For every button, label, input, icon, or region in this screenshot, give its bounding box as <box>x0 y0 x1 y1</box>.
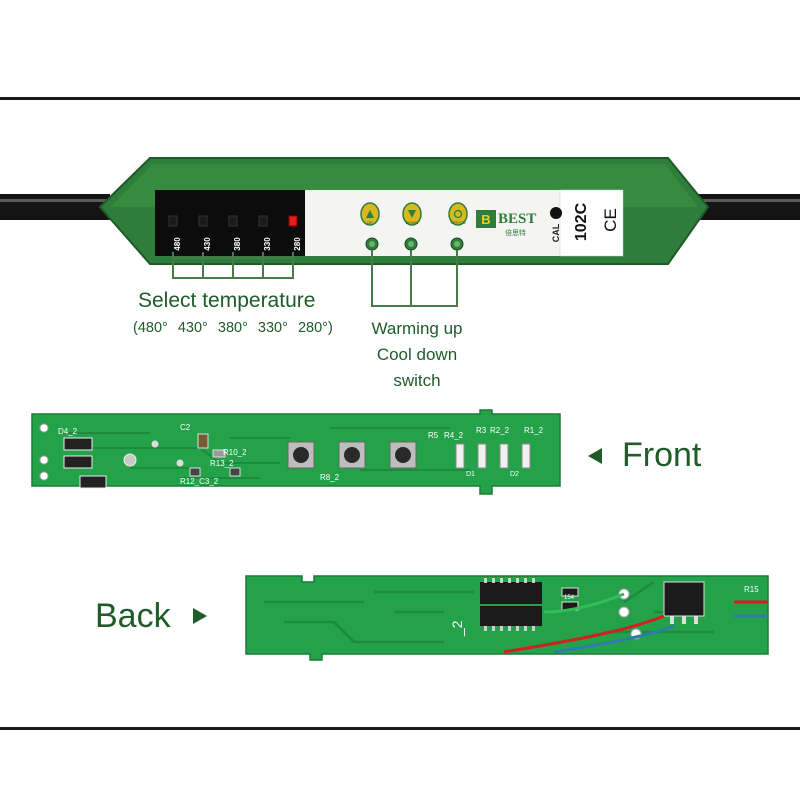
model-panel <box>559 189 624 257</box>
led-380 <box>228 215 238 227</box>
svg-text:B: B <box>481 212 490 227</box>
brand-chinese: 倍思特 <box>505 228 526 237</box>
temp-item: (480° <box>133 320 168 336</box>
leader-line <box>371 250 373 306</box>
top-border <box>0 97 800 100</box>
led-label: 480 <box>173 237 182 251</box>
cable-left-highlight <box>0 199 110 202</box>
led-280 <box>288 215 298 227</box>
power-button[interactable]: OFF/ON <box>448 202 468 251</box>
pcb-front: D4_2 C2 R10_2 R13_2 R12_C3_2 R8_2 R5 R4_… <box>31 409 561 495</box>
tactile-switch-down <box>338 441 366 469</box>
silk-label: R2_2 <box>490 426 510 435</box>
select-temperature-title: Select temperature <box>138 289 316 312</box>
wire-blue <box>553 624 675 654</box>
led-label: 330 <box>263 237 272 251</box>
led-430 <box>198 215 208 227</box>
silk-label: 154 <box>564 595 575 601</box>
wire-red <box>503 614 665 654</box>
leader-line <box>292 252 294 278</box>
down-button[interactable]: DOWN <box>402 202 422 251</box>
temp-item: 380° <box>217 320 248 336</box>
mosfet <box>663 581 705 617</box>
front-label: Front <box>622 436 702 474</box>
leader-line <box>456 250 458 306</box>
back-arrow-icon <box>193 608 207 624</box>
up-arrow-icon <box>366 210 374 218</box>
temp-item: 430° <box>177 320 208 336</box>
silk-label: R10_2 <box>223 448 247 457</box>
cool-down-label: Cool down <box>376 345 458 364</box>
silk-label: R4_2 <box>444 431 464 440</box>
led-label: 380 <box>233 237 242 251</box>
ic-chip-2 <box>480 606 542 626</box>
button-label: UP <box>367 220 373 225</box>
bottom-border <box>0 727 800 730</box>
leader-line <box>172 252 174 278</box>
led-label: 280 <box>293 237 302 251</box>
silk-label: C2 <box>180 423 191 432</box>
silk-label: R15 <box>744 585 759 594</box>
down-arrow-icon <box>408 210 416 218</box>
ic-chip-1 <box>480 582 542 604</box>
temp-item: 330° <box>257 320 288 336</box>
led-330 <box>258 215 268 227</box>
button-label: OFF/ON <box>450 220 465 225</box>
soldering-controller: 480 430 380 330 280 UP DOWN OFF/ON B BES… <box>0 157 800 265</box>
silk-label: R13_2 <box>210 459 234 468</box>
temperature-list: (480° 430° 380° 330° 280°) <box>133 320 339 336</box>
wire-green <box>543 592 625 614</box>
silk-label: R8_2 <box>320 473 340 482</box>
cable-left <box>0 194 110 220</box>
switch-label: switch <box>393 371 441 390</box>
brand-name: BEST <box>498 211 536 227</box>
cal-label: CAL <box>551 223 561 242</box>
silk-label: D4_2 <box>58 427 78 436</box>
button-label: DOWN <box>406 220 419 225</box>
temp-item: 280°) <box>297 320 333 336</box>
leader-line <box>410 250 412 306</box>
back-label: Back <box>95 597 171 635</box>
leader-line <box>202 252 204 278</box>
silk-label: D1 <box>466 471 475 478</box>
silk-label: D2 <box>510 471 519 478</box>
silk-label: R1_2 <box>524 426 544 435</box>
front-arrow-icon <box>588 448 602 464</box>
tactile-switch-power <box>389 441 417 469</box>
warming-up-label: Warming up <box>371 319 463 338</box>
leader-line <box>371 305 458 307</box>
tactile-switch-up <box>287 441 315 469</box>
power-icon <box>453 209 463 219</box>
cable-right-highlight <box>690 199 800 202</box>
silk-label: _2 <box>449 620 465 637</box>
model-number: 102C <box>573 202 590 241</box>
leader-line <box>172 277 294 279</box>
ce-mark: CE <box>601 208 620 232</box>
leader-line <box>262 252 264 278</box>
silk-label: R3 <box>476 426 487 435</box>
silk-label: R12_C3_2 <box>180 477 219 486</box>
led-label: 430 <box>203 237 212 251</box>
pcb-back: 154 _2 R15 <box>245 575 769 661</box>
brand-logo: B BEST 倍思特 <box>476 210 536 237</box>
silk-label: R5 <box>428 431 439 440</box>
up-button[interactable]: UP <box>360 202 380 251</box>
cal-button[interactable] <box>550 207 562 219</box>
leader-line <box>232 252 234 278</box>
leader-line <box>172 257 294 259</box>
led-480 <box>168 215 178 227</box>
